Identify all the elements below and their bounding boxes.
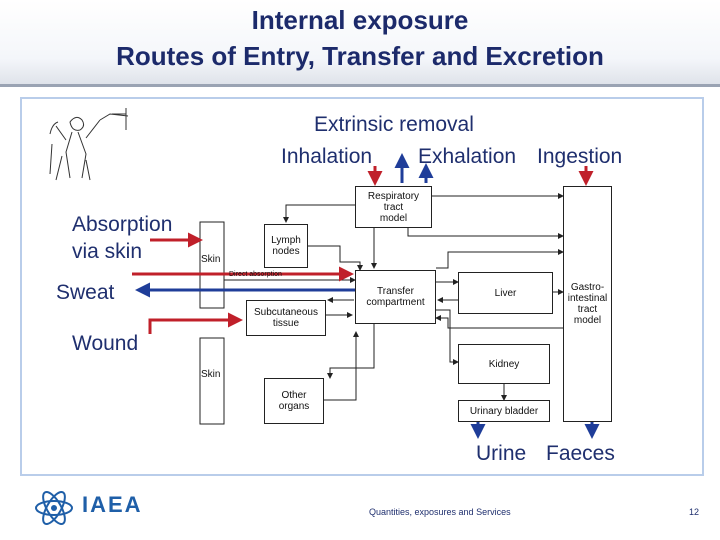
gi-line2: intestinal (567, 293, 608, 304)
kidney-label: Kidney (488, 358, 520, 370)
slide-title-line1: Internal exposure (251, 5, 469, 35)
iaea-logo-text: IAEA (82, 492, 143, 517)
title-bar: Internal exposure Routes of Entry, Trans… (0, 0, 720, 87)
gastrointestinal-tract-model-box: Gastro- intestinal tract model (563, 186, 612, 422)
respiratory-line3: model (379, 212, 408, 224)
urine-label: Urine (476, 442, 527, 465)
gi-line1: Gastro- (570, 282, 605, 293)
sweat-label: Sweat (56, 281, 115, 304)
subcutaneous-line1: Subcutaneous (254, 307, 318, 318)
transfer-line2: compartment (366, 297, 425, 308)
liver-box: Liver (458, 272, 553, 314)
worker-illustration-icon (49, 108, 129, 181)
skin-strip-top (199, 221, 225, 309)
urinary-bladder-box: Urinary bladder (458, 400, 550, 422)
transfer-line1: Transfer (377, 286, 414, 297)
lymph-line2: nodes (272, 246, 300, 257)
subcutaneous-tissue-box: Subcutaneous tissue (246, 300, 326, 336)
respiratory-tract-model-box: Respiratory tract model (355, 186, 432, 228)
other-line2: organs (278, 401, 310, 412)
extrinsic-removal-label: Extrinsic removal (314, 113, 474, 136)
ingestion-label: Ingestion (537, 145, 623, 168)
respiratory-line2: tract (383, 201, 404, 213)
transfer-compartment-box: Transfer compartment (355, 270, 436, 324)
skin-label-bottom: Skin (201, 369, 221, 380)
exhalation-label: Exhalation (418, 145, 517, 168)
absorption-label-line1: Absorption (72, 213, 173, 236)
gi-line4: model (573, 315, 602, 326)
faeces-label: Faeces (546, 442, 615, 465)
kidney-box: Kidney (458, 344, 550, 384)
respiratory-line1: Respiratory (367, 190, 420, 202)
subcutaneous-line2: tissue (272, 318, 300, 329)
gi-line3: tract (577, 304, 598, 315)
other-line1: Other (281, 390, 307, 401)
skin-label-top: Skin (201, 254, 221, 265)
liver-label: Liver (494, 287, 517, 299)
direct-absorption-label: Direct absorption (229, 271, 282, 278)
slide-title-line2: Routes of Entry, Transfer and Excretion (116, 41, 604, 71)
page-number: 12 (689, 507, 700, 517)
skin-strip-bottom (199, 337, 225, 425)
inhalation-label: Inhalation (281, 145, 373, 168)
iaea-logo-icon (35, 491, 73, 525)
absorption-label-line2: via skin (72, 240, 143, 263)
footer-text: Quantities, exposures and Services (369, 507, 511, 517)
wound-label: Wound (72, 332, 139, 355)
lymph-nodes-box: Lymph nodes (264, 224, 308, 268)
lymph-line1: Lymph (271, 235, 301, 246)
other-organs-box: Other organs (264, 378, 324, 424)
urinary-bladder-label: Urinary bladder (469, 405, 539, 417)
